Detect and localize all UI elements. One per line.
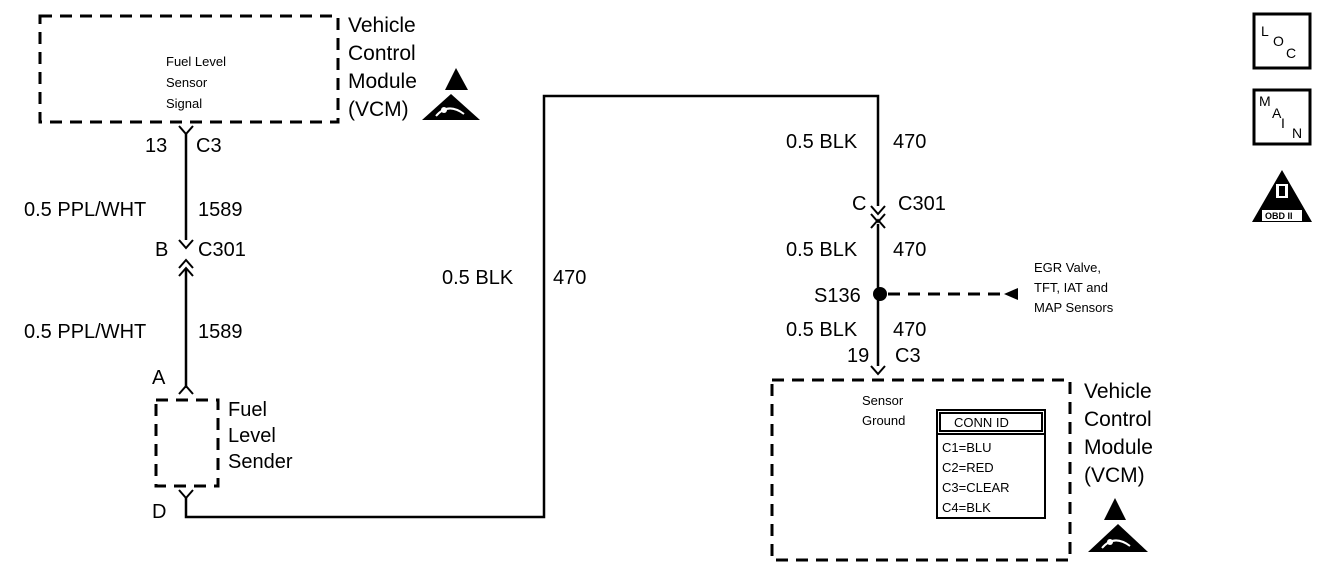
middle-wire-gauge: 0.5 BLK [442,267,514,289]
pin-c3-conn-left: C3 [196,135,222,157]
c301-conn-right: C301 [898,193,946,215]
pin-c3-num-right: 19 [847,345,869,367]
conn-id-title: CONN ID [954,415,1009,430]
vcm-top-signal-line-3: Signal [166,96,202,111]
svg-text:O: O [1273,33,1284,49]
wire2-circuit-left: 1589 [198,321,243,343]
arrow-left-icon [1004,288,1018,300]
connector-c301-right-upper [870,205,886,216]
esd-warning-icon-top-1 [445,68,468,90]
wire1-circuit-left: 1589 [198,199,243,221]
middle-wire-circuit: 470 [553,267,586,289]
vcm-top-signal-line-1: Fuel Level [166,54,226,69]
svg-text:C: C [1286,45,1296,61]
connector-sender-a [178,384,194,395]
vcm-top-box [38,14,340,124]
vcm-bottom-title-line-2: Control [1084,408,1152,431]
wire2-gauge-right: 0.5 BLK [786,239,858,261]
esd-warning-icon-top-2 [422,94,480,120]
vcm-bottom-title-line-1: Vehicle [1084,380,1152,403]
sensor-ground-line-2: Ground [862,413,905,428]
fuel-level-sender-box [154,398,220,488]
sender-line-1: Fuel [228,399,267,421]
connector-c301-right-lower [870,218,886,229]
connector-sender-d [178,489,194,500]
splice-dest-line-2: TFT, IAT and [1034,280,1108,295]
connector-c301-left-lower [178,258,194,269]
svg-text:A: A [1272,105,1282,121]
connector-c301-left-upper [178,239,194,250]
wire1-gauge-right: 0.5 BLK [786,131,858,153]
conn-id-item-2: C2=RED [942,460,994,475]
esd-warning-icon-bottom-2 [1088,524,1148,552]
splice-s136-label: S136 [814,285,861,307]
vcm-top-title-line-2: Control [348,42,416,65]
connector-c3-bottom-symbol [870,365,886,376]
wire3-gauge-right: 0.5 BLK [786,319,858,341]
splice-s136-dot [873,287,887,301]
wire3-circuit-right: 470 [893,319,926,341]
splice-dest-line-3: MAP Sensors [1034,300,1114,315]
pin-c3-conn-right: C3 [895,345,921,367]
svg-text:I: I [1281,115,1285,131]
sender-line-3: Sender [228,451,293,473]
sender-line-2: Level [228,425,276,447]
vcm-bottom-title-line-4: (VCM) [1084,464,1145,487]
c301-pin-right: C [852,193,866,215]
vcm-top-signal-line-2: Sensor [166,75,208,90]
sender-pin-d: D [152,501,166,523]
sensor-ground-line-1: Sensor [862,393,904,408]
esd-warning-icon-bottom-1 [1104,498,1126,520]
c301-conn-left: C301 [198,239,246,261]
svg-text:M: M [1259,93,1271,109]
vcm-top-title-line-1: Vehicle [348,14,416,37]
c301-pin-left: B [155,239,168,261]
wire2-gauge-left: 0.5 PPL/WHT [24,321,146,343]
wire1-gauge-left: 0.5 PPL/WHT [24,199,146,221]
conn-id-item-1: C1=BLU [942,440,992,455]
obd-ii-label: OBD II [1265,211,1293,221]
conn-id-table: CONN ID C1=BLU C2=RED C3=CLEAR C4=BLK [936,409,1046,519]
pin-c3-num-left: 13 [145,135,167,157]
svg-text:N: N [1292,125,1302,141]
vcm-bottom-box [770,378,1072,562]
svg-text:L: L [1261,23,1269,39]
wire2-circuit-right: 470 [893,239,926,261]
conn-id-item-4: C4=BLK [942,500,991,515]
vcm-bottom-title-line-3: Module [1084,436,1153,459]
sender-pin-a: A [152,367,166,389]
wire-470-ground-loop [184,94,880,519]
conn-id-item-3: C3=CLEAR [942,480,1010,495]
splice-dest-line-1: EGR Valve, [1034,260,1101,275]
vcm-top-title-line-4: (VCM) [348,98,409,121]
wire1-circuit-right: 470 [893,131,926,153]
loc-icon[interactable]: L O C [1252,12,1312,70]
obd-ii-icon[interactable]: OBD II [1252,170,1312,222]
connector-c3-top-symbol [178,125,194,136]
vcm-top-title-line-3: Module [348,70,417,93]
main-icon[interactable]: M A I N [1252,88,1312,146]
